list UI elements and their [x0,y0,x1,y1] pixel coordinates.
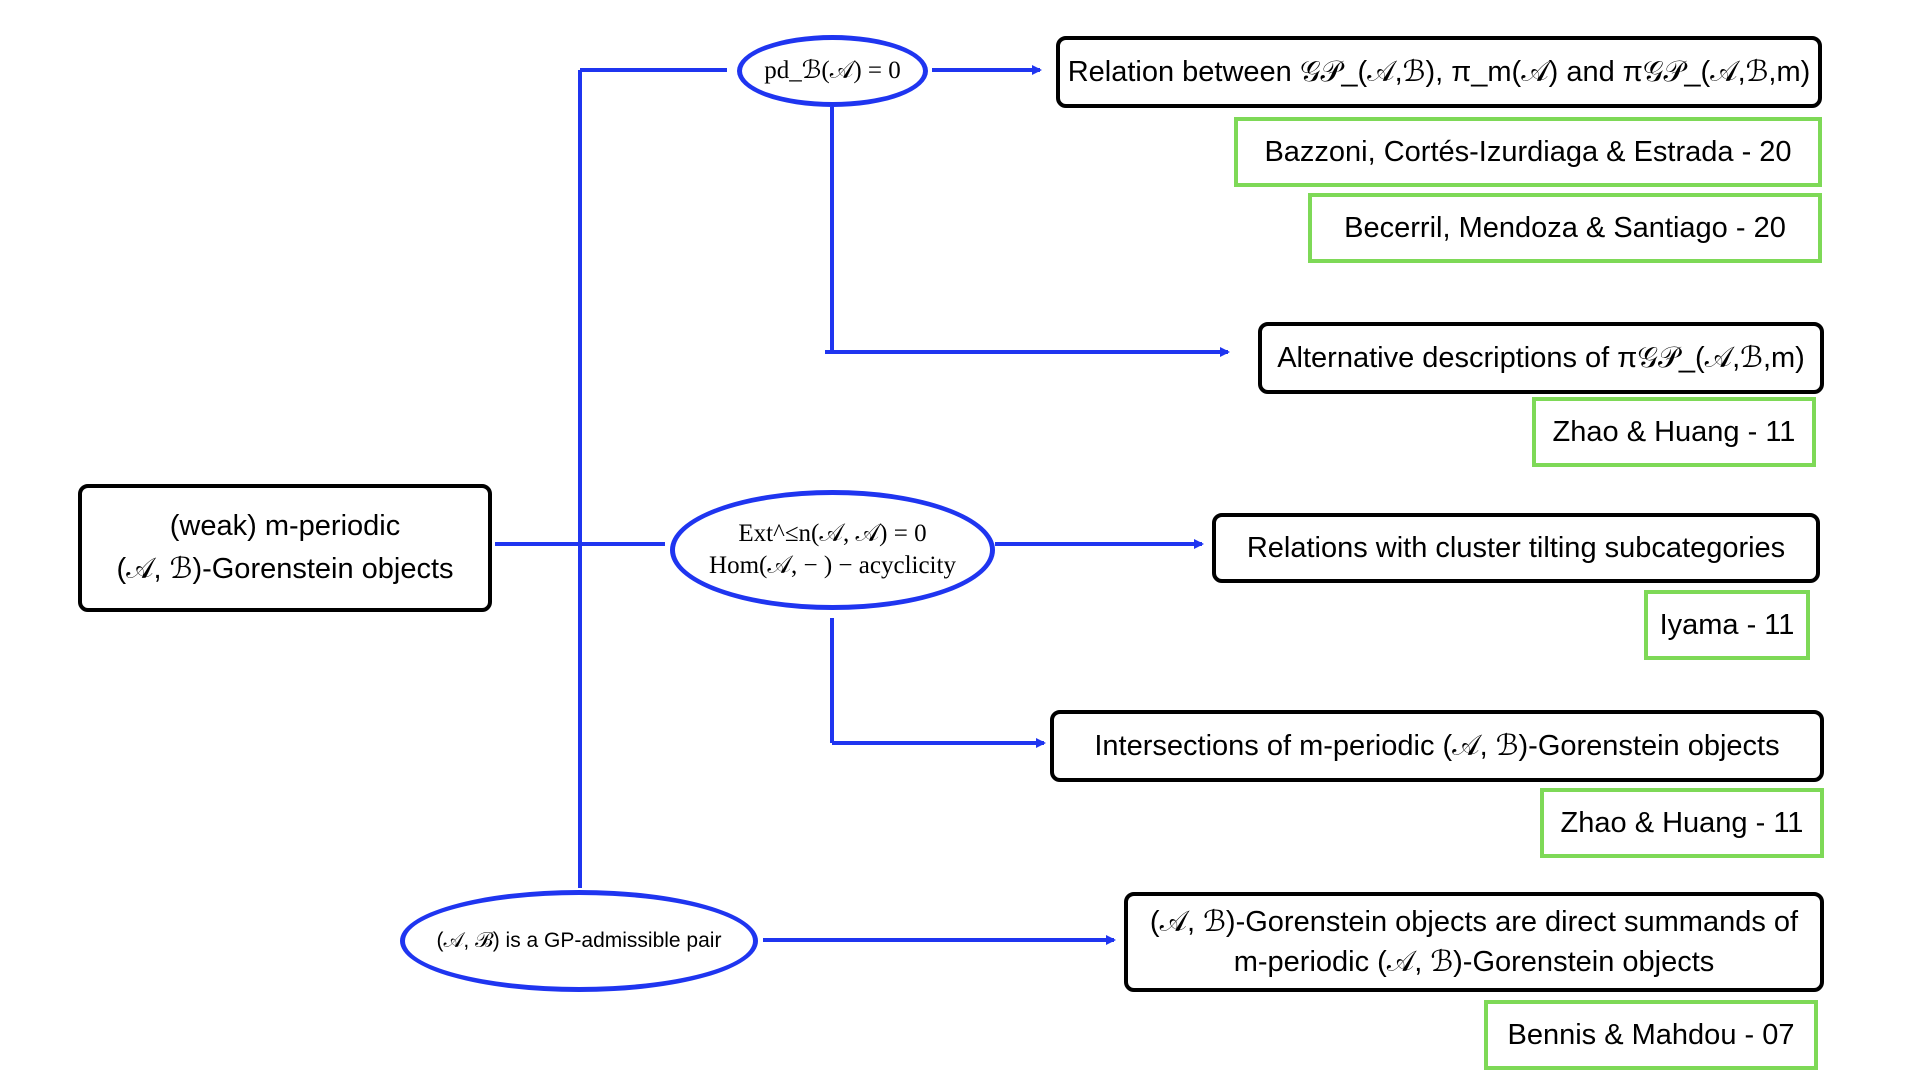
ref-becerril: Becerril, Mendoza & Santiago - 20 [1308,193,1822,263]
ref-zhao-huang-1-text: Zhao & Huang - 11 [1552,415,1796,448]
result-summands-box: (𝒜, ℬ)-Gorenstein objects are direct sum… [1124,892,1824,992]
condition-gp-oval: (𝒜, ℬ) is a GP-admissible pair [400,890,758,992]
condition-ext-oval: Ext^≤n(𝒜, 𝒜) = 0 Hom(𝒜, − ) − acyclicity [670,490,995,610]
ref-zhao-huang-2-text: Zhao & Huang - 11 [1560,806,1804,839]
result-summands-text: (𝒜, ℬ)-Gorenstein objects are direct sum… [1149,906,1799,978]
root-line-1: (weak) m-periodic [169,510,401,542]
result-intersections-box: Intersections of m-periodic (𝒜, ℬ)-Goren… [1050,710,1824,782]
root-node: (weak) m-periodic (𝒜, ℬ)-Gorenstein obje… [78,484,492,612]
root-line-2: (𝒜, ℬ)-Gorenstein objects [116,553,454,585]
ref-zhao-huang-2: Zhao & Huang - 11 [1540,788,1824,858]
condition-pd-oval: pd_ℬ(𝒜) = 0 [737,35,928,107]
ref-becerril-text: Becerril, Mendoza & Santiago - 20 [1344,211,1786,244]
result-intersections-text: Intersections of m-periodic (𝒜, ℬ)-Goren… [1094,729,1780,762]
result-cluster-box: Relations with cluster tilting subcatego… [1212,513,1820,583]
ref-bennis-mahdou-text: Bennis & Mahdou - 07 [1507,1018,1795,1051]
condition-pd-text: pd_ℬ(𝒜) = 0 [764,57,901,84]
result-alternative-text: Alternative descriptions of π𝒢𝒫_(𝒜,ℬ,m) [1277,341,1805,374]
ref-zhao-huang-1: Zhao & Huang - 11 [1532,397,1816,467]
ref-iyama-text: Iyama - 11 [1659,608,1795,641]
ref-iyama: Iyama - 11 [1644,590,1810,660]
ref-bazzoni-text: Bazzoni, Cortés-Izurdiaga & Estrada - 20 [1264,135,1792,168]
result-cluster-text: Relations with cluster tilting subcatego… [1246,531,1786,564]
ref-bennis-mahdou: Bennis & Mahdou - 07 [1484,1000,1818,1070]
condition-ext-line-2: Hom(𝒜, − ) − acyclicity [709,552,956,579]
result-relation-text: Relation between 𝒢𝒫_(𝒜,ℬ), π_m(𝒜) and π𝒢… [1067,55,1811,88]
ref-bazzoni: Bazzoni, Cortés-Izurdiaga & Estrada - 20 [1234,117,1822,187]
result-relation-box: Relation between 𝒢𝒫_(𝒜,ℬ), π_m(𝒜) and π𝒢… [1056,36,1822,108]
condition-gp-text: (𝒜, ℬ) is a GP-admissible pair [436,929,722,952]
result-alternative-box: Alternative descriptions of π𝒢𝒫_(𝒜,ℬ,m) [1258,322,1824,394]
condition-ext-line-1: Ext^≤n(𝒜, 𝒜) = 0 [738,520,927,547]
